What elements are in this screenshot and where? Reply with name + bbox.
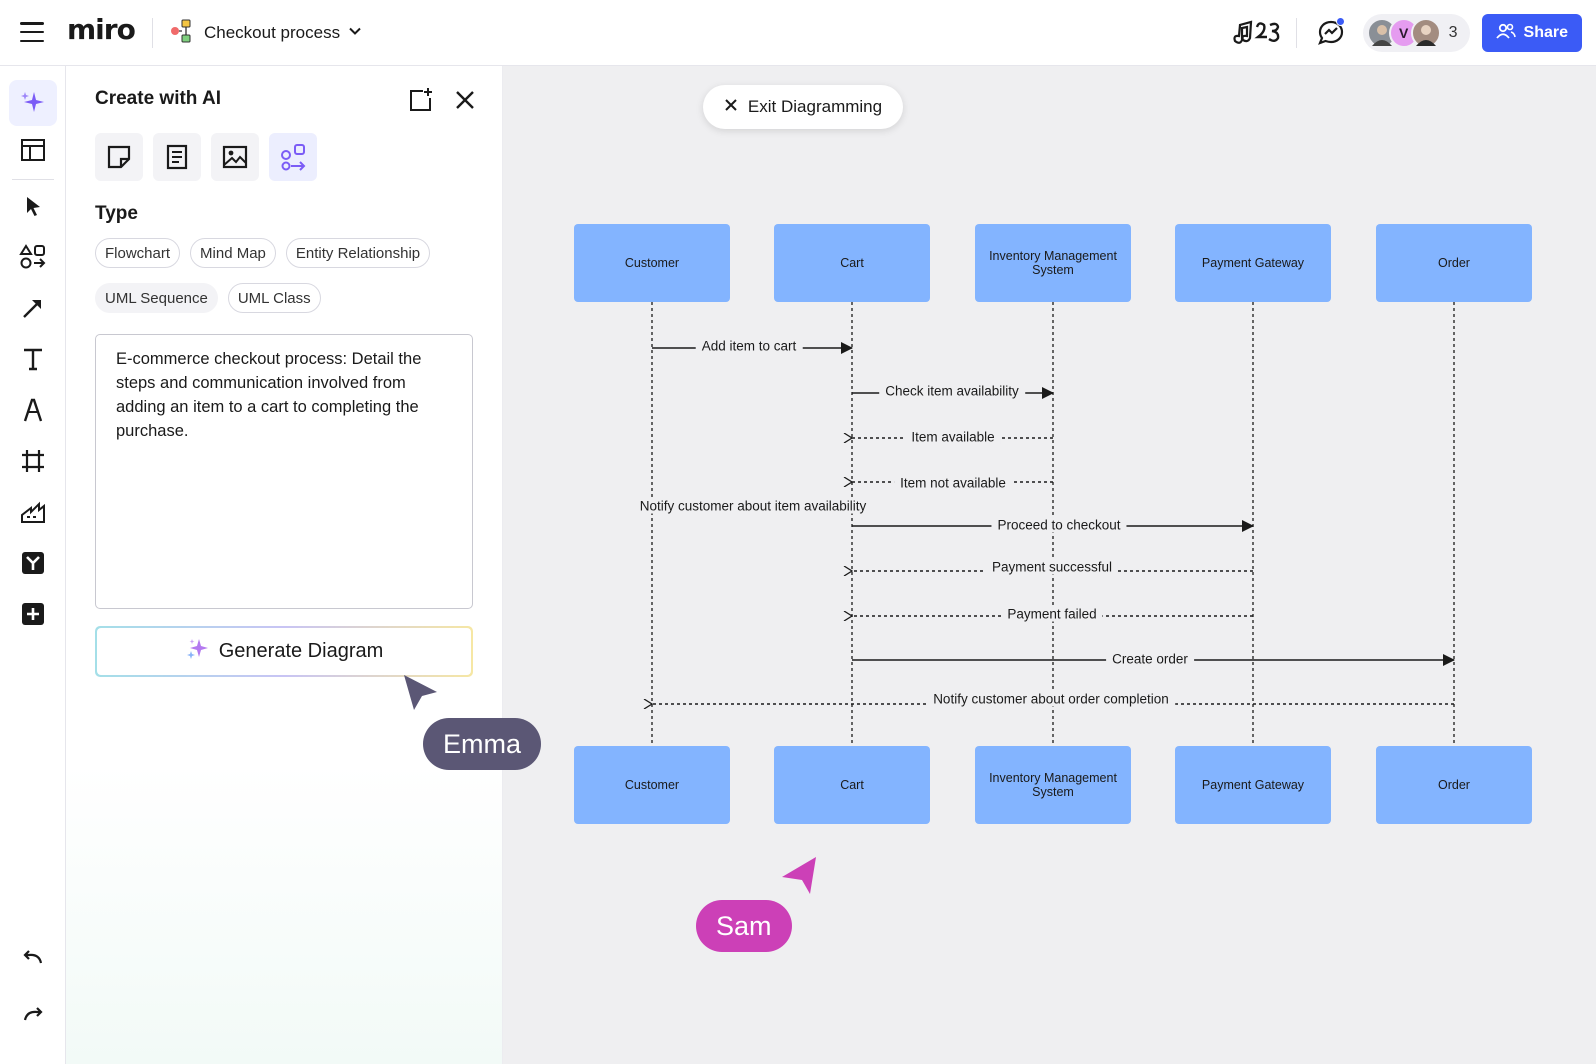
message-label[interactable]: Notify customer about order completion [927, 691, 1175, 707]
comments-icon[interactable] [1311, 13, 1351, 53]
divider [12, 179, 54, 180]
sparkle-icon [185, 636, 211, 668]
pen-icon[interactable] [9, 387, 57, 433]
diagram-icon[interactable] [269, 133, 317, 181]
sticky-note-icon[interactable] [95, 133, 143, 181]
chart-icon[interactable] [9, 489, 57, 535]
message-label[interactable]: Add item to cart [695, 338, 803, 354]
redo-icon[interactable] [9, 992, 57, 1038]
participant-order-bottom[interactable]: Order [1376, 746, 1532, 824]
message-label[interactable]: Item available [905, 429, 1001, 445]
collaborator-count: 3 [1448, 24, 1458, 41]
shapes-icon[interactable] [9, 234, 57, 280]
new-board-icon[interactable] [407, 86, 435, 114]
chip-mind-map[interactable]: Mind Map [190, 238, 276, 268]
sequence-diagram: Customer Cart Inventory Management Syste… [503, 66, 1596, 1064]
templates-icon[interactable] [9, 127, 57, 173]
message-label[interactable]: Check item availability [879, 383, 1025, 399]
participant-inventory[interactable]: Inventory Management System [975, 224, 1131, 302]
users-icon [1495, 22, 1516, 45]
select-cursor-icon[interactable] [9, 183, 57, 229]
document-icon[interactable] [153, 133, 201, 181]
message-label[interactable]: Item not available [894, 475, 1012, 491]
participant-customer[interactable]: Customer [574, 224, 730, 302]
type-heading: Type [95, 203, 138, 224]
share-label: Share [1523, 24, 1568, 41]
miro-logo[interactable]: miro [67, 13, 136, 46]
board-title: Checkout process [204, 23, 341, 42]
divider [152, 18, 153, 48]
sam-cursor-icon [780, 855, 820, 902]
cursor-label-emma: Emma [423, 718, 542, 770]
chip-uml-class[interactable]: UML Class [227, 283, 321, 313]
message-label[interactable]: Payment failed [1001, 606, 1103, 622]
chevron-down-icon [348, 24, 362, 43]
notification-dot [1335, 17, 1345, 26]
mode-selector [95, 133, 317, 181]
diagram-type-chips: Flowchart Mind Map Entity Relationship U… [95, 238, 475, 313]
message-label[interactable]: Payment successful [985, 559, 1119, 575]
undo-icon[interactable] [9, 935, 57, 981]
panel-title: Create with AI [95, 88, 221, 109]
chip-flowchart[interactable]: Flowchart [95, 238, 181, 268]
chip-uml-sequence[interactable]: UML Sequence [95, 283, 218, 313]
diagram-board-icon [170, 18, 196, 49]
participant-customer-bottom[interactable]: Customer [574, 746, 730, 824]
create-with-ai-panel: Create with AI Type Flowchart Mind Map E… [66, 66, 503, 1064]
reactions-icon[interactable] [1230, 13, 1282, 53]
add-icon[interactable] [9, 591, 57, 637]
close-icon[interactable] [451, 86, 479, 114]
share-button[interactable]: Share [1481, 14, 1582, 52]
generate-diagram-button[interactable]: Generate Diagram [95, 626, 473, 677]
divider [1295, 18, 1297, 48]
yonder-icon[interactable] [9, 540, 57, 586]
main-menu-icon[interactable] [20, 22, 44, 42]
top-bar: miro Checkout process [0, 0, 1596, 66]
emma-cursor-icon [400, 672, 440, 719]
participant-payment-gateway-bottom[interactable]: Payment Gateway [1175, 746, 1331, 824]
text-icon[interactable] [9, 336, 57, 382]
generate-label: Generate Diagram [218, 640, 384, 662]
cursor-label-sam: Sam [696, 900, 792, 952]
close-icon [724, 97, 738, 117]
board-title-button[interactable]: Checkout process [170, 18, 362, 48]
prompt-textarea[interactable]: E-commerce checkout process: Detail the … [95, 334, 473, 609]
participant-order[interactable]: Order [1376, 224, 1532, 302]
participant-cart[interactable]: Cart [774, 224, 930, 302]
arrow-pen-icon[interactable] [9, 285, 57, 331]
frame-icon[interactable] [9, 438, 57, 484]
top-right-controls: V 3 Share [1230, 13, 1582, 53]
image-icon[interactable] [211, 133, 259, 181]
left-toolbar [0, 66, 66, 1064]
participant-payment-gateway[interactable]: Payment Gateway [1175, 224, 1331, 302]
participant-inventory-bottom[interactable]: Inventory Management System [975, 746, 1131, 824]
message-label[interactable]: Create order [1106, 651, 1194, 667]
chip-entity-relationship[interactable]: Entity Relationship [285, 238, 431, 268]
message-label[interactable]: Notify customer about item availability [633, 498, 873, 514]
participant-cart-bottom[interactable]: Cart [774, 746, 930, 824]
collaborators[interactable]: V 3 [1362, 14, 1470, 52]
exit-label: Exit Diagramming [747, 97, 883, 116]
ai-sparkle-icon[interactable] [9, 80, 57, 126]
message-label[interactable]: Proceed to checkout [991, 517, 1127, 533]
avatar[interactable] [1410, 18, 1441, 48]
exit-diagramming-button[interactable]: Exit Diagramming [703, 85, 903, 129]
